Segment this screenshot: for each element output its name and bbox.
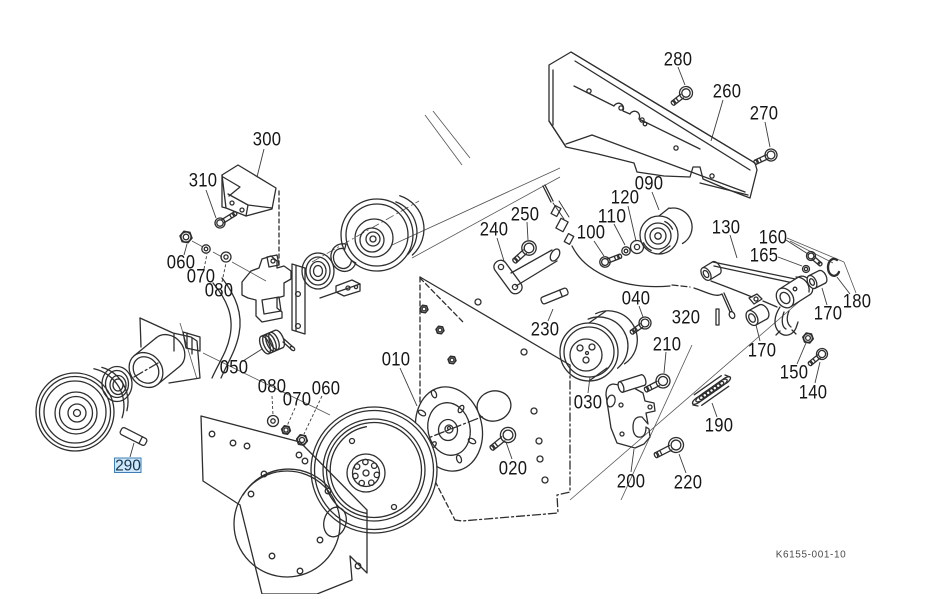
svg-text:060: 060 (167, 253, 196, 274)
svg-text:050: 050 (220, 358, 249, 379)
svg-text:080: 080 (205, 281, 234, 302)
svg-text:170: 170 (748, 341, 777, 362)
svg-text:210: 210 (653, 335, 682, 356)
svg-text:030: 030 (574, 393, 603, 414)
svg-text:070: 070 (283, 390, 312, 411)
svg-text:180: 180 (843, 292, 872, 313)
svg-text:060: 060 (312, 379, 341, 400)
svg-text:140: 140 (799, 383, 828, 404)
svg-text:260: 260 (713, 82, 742, 103)
svg-text:165: 165 (750, 246, 779, 267)
svg-text:190: 190 (705, 416, 734, 437)
svg-text:010: 010 (382, 350, 411, 371)
svg-text:250: 250 (511, 205, 540, 226)
svg-text:100: 100 (577, 223, 606, 244)
svg-text:240: 240 (480, 220, 509, 241)
svg-text:290: 290 (115, 458, 141, 475)
svg-text:150: 150 (780, 363, 809, 384)
svg-text:300: 300 (253, 130, 282, 151)
svg-text:160: 160 (759, 228, 788, 249)
svg-text:090: 090 (635, 174, 664, 195)
svg-text:120: 120 (611, 188, 640, 209)
svg-text:270: 270 (750, 104, 779, 125)
svg-text:110: 110 (598, 207, 627, 228)
svg-text:080: 080 (258, 377, 287, 398)
svg-text:280: 280 (664, 50, 693, 71)
svg-text:310: 310 (189, 171, 218, 192)
svg-text:220: 220 (674, 473, 703, 494)
svg-text:130: 130 (712, 218, 741, 239)
svg-text:170: 170 (814, 304, 843, 325)
svg-text:230: 230 (531, 320, 560, 341)
svg-text:200: 200 (617, 472, 646, 493)
svg-text:040: 040 (622, 289, 651, 310)
svg-text:K6155-001-10: K6155-001-10 (776, 550, 847, 561)
svg-text:070: 070 (187, 267, 216, 288)
svg-text:020: 020 (499, 459, 528, 480)
svg-text:320: 320 (672, 308, 701, 329)
